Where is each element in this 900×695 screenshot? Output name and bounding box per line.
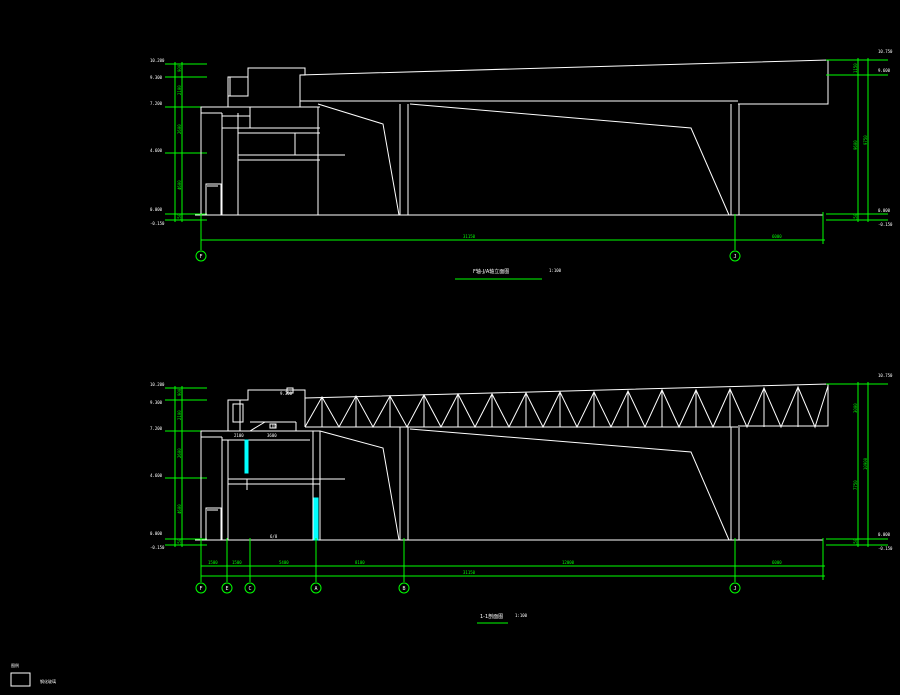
right-levels-bottom: 10.750 0.000 -0.150 3000 7750 150 10900 [826,373,893,551]
drawing-title: F轴-J/A轴立面图 [473,268,509,275]
dim-label: 900 [177,388,182,396]
level-label: -0.150 [878,546,893,551]
dim-label: 6000 [772,234,782,239]
axis-bubble [729,250,741,262]
dim-label: 4600 [177,504,182,514]
glass-panel [313,497,319,541]
legend-small-label: 图例 [11,662,19,668]
level-label: 9.300 [150,75,163,80]
inner-label: 9.300 [280,391,293,396]
bottom-dims-bottom: 1500 1500 5400 8100 12000 6000 31150 F E… [195,538,825,594]
dim-label: 150 [177,213,182,221]
axis-bubble [221,582,233,594]
level-label: 0.000 [150,531,163,536]
axis-label: F [199,254,202,260]
dim-label: 31150 [463,570,476,575]
legend: 图例 钢化玻璃 [10,662,56,687]
level-label: 9.600 [878,68,891,73]
dim-label: 7750 [853,480,858,490]
level-label: -0.150 [150,545,165,550]
axis-label: J [733,254,736,260]
dim-label: 1150 [853,63,858,73]
inner-label: 2100 [234,433,244,438]
level-label: -0.150 [878,222,893,227]
axis-label: B [402,586,405,592]
level-label: 10.200 [150,382,165,387]
axis-label: F [199,586,202,592]
level-label: 10.750 [878,49,893,54]
left-levels-top: 10.200 9.300 7.200 4.600 0.000 -0.150 90… [150,58,207,226]
axis-bubble [398,582,410,594]
level-label: 4.600 [150,148,163,153]
axis-bubble [195,250,207,262]
level-label: 7.200 [150,426,163,431]
dim-label: 4600 [177,180,182,190]
dim-label: 12000 [562,560,575,565]
inner-label: 3600 [267,433,277,438]
dim-label: 1500 [232,560,242,565]
level-label: 10.750 [878,373,893,378]
dim-label: 900 [177,64,182,72]
axis-bubble [729,582,741,594]
level-label: 0.000 [878,208,891,213]
dim-label: 5400 [279,560,289,565]
dim-label: 10900 [863,457,868,470]
drawing-scale: 1:100 [549,268,562,273]
axis-bubble [195,582,207,594]
legend-swatch [10,672,31,687]
bottom-dims-top: 31150 6000 F J [195,212,825,262]
elevation-top: 10.200 9.300 7.200 4.600 0.000 -0.150 90… [150,49,893,280]
dim-label: 2600 [177,448,182,458]
dim-label: 8100 [355,560,365,565]
dim-label: 150 [853,213,858,221]
legend-box-label: 钢化玻璃 [40,678,56,684]
dim-label: 9600 [853,140,858,150]
axis-bubble [310,582,322,594]
axis-bubble [244,582,256,594]
dim-label: 2100 [177,410,182,420]
right-levels-top: 10.750 9.600 0.000 -0.150 1150 9600 150 … [826,49,893,227]
dim-label: 150 [853,538,858,546]
section-bottom: 10.200 9.300 7.200 4.600 0.000 -0.150 90… [150,373,893,624]
level-label: 0.000 [878,532,891,537]
level-label: 0.000 [150,207,163,212]
drawing-title: 1-1剖面图 [480,613,503,620]
inner-label: 6/8 [270,534,278,539]
axis-label: A [314,586,317,592]
axis-label: J [733,586,736,592]
glass-panel [244,439,249,474]
level-label: 9.300 [150,400,163,405]
dim-label: 1500 [208,560,218,565]
level-label: 10.200 [150,58,165,63]
axis-label: E [225,586,228,592]
dim-label: 6000 [772,560,782,565]
dim-label: 2600 [177,124,182,134]
level-label: 4.600 [150,473,163,478]
axis-label: C [248,586,251,592]
dim-label: 150 [177,538,182,546]
inner-label: UP [272,424,277,429]
level-label: 7.200 [150,101,163,106]
building-outline-top [195,59,829,216]
dim-label: 31150 [463,234,476,239]
drawing-scale: 1:100 [515,613,528,618]
dim-label: 2100 [177,85,182,95]
dim-label: 3000 [853,403,858,413]
level-label: -0.150 [150,221,165,226]
left-levels-bottom: 10.200 9.300 7.200 4.600 0.000 -0.150 90… [150,382,207,550]
dim-label: 9750 [863,135,868,145]
building-outline-bottom: 9.300 UP 6/8 2100 3600 [195,383,829,541]
